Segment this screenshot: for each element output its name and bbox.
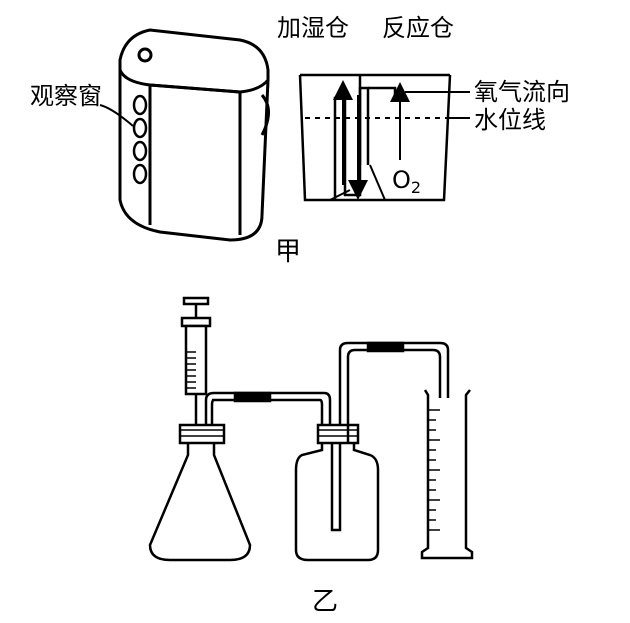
collection-bottle (294, 423, 380, 562)
label-water-level-line: 水位线 (474, 106, 546, 134)
caption-yi: 乙 (312, 587, 338, 617)
oxygen-generator-device (99, 28, 270, 242)
conical-flask (148, 423, 252, 562)
label-observation-window: 观察窗 (30, 82, 102, 110)
device-body (118, 70, 270, 242)
lid-knob (137, 47, 153, 63)
observation-window-leader (99, 104, 134, 127)
oxygen-tube (333, 86, 370, 200)
syringe (180, 296, 212, 425)
gas-apparatus (148, 296, 474, 562)
rubber-connector-2 (366, 341, 405, 353)
graduated-cylinder (420, 389, 474, 560)
cross-section (298, 73, 470, 202)
container-outline (298, 74, 452, 202)
label-oxygen-flow-direction: 氧气流向 (474, 78, 570, 106)
label-humidifier-chamber: 加湿仓 (277, 14, 349, 42)
observation-windows (132, 94, 148, 185)
label-oxygen-formula: O2 (392, 166, 421, 197)
rubber-connector-1 (233, 391, 272, 403)
label-reaction-chamber: 反应仓 (382, 14, 454, 42)
device-side-handle (260, 94, 270, 136)
caption-jia: 甲 (275, 237, 301, 267)
